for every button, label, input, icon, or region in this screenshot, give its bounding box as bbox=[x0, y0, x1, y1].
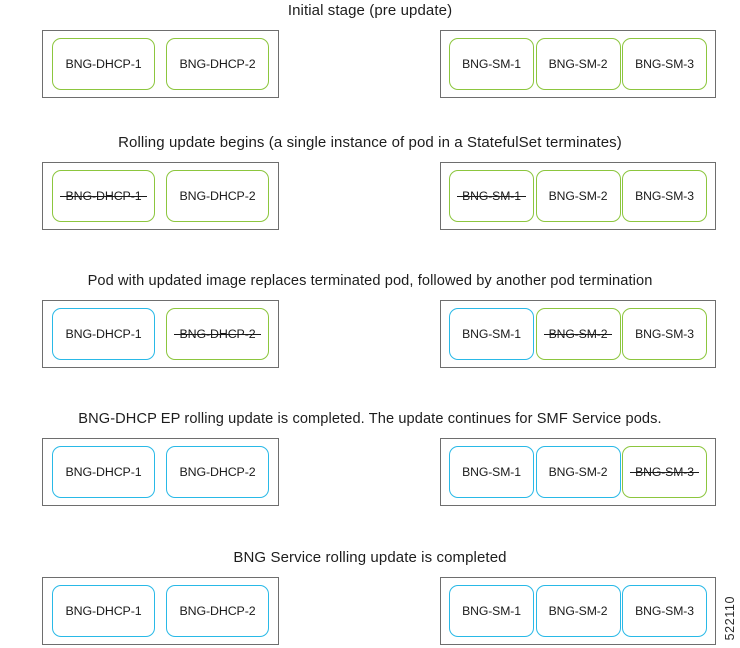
pod-current: BNG-SM-3 bbox=[622, 308, 707, 360]
pod-label: BNG-SM-3 bbox=[635, 189, 694, 203]
pod-current: BNG-DHCP-2 bbox=[166, 170, 269, 222]
pod-updated: BNG-DHCP-2 bbox=[166, 585, 269, 637]
pod-current: BNG-DHCP-1 bbox=[52, 38, 155, 90]
pod-terminating: BNG-SM-1 bbox=[449, 170, 534, 222]
pod-updated: BNG-SM-1 bbox=[449, 585, 534, 637]
pod-terminating: BNG-SM-2 bbox=[535, 308, 621, 360]
pod-label: BNG-SM-2 bbox=[548, 604, 608, 618]
stage-title: BNG Service rolling update is completed bbox=[233, 549, 507, 566]
pod-label: BNG-SM-3 bbox=[635, 327, 694, 341]
stage-title: Rolling update begins (a single instance… bbox=[118, 134, 622, 151]
stage-title: Initial stage (pre update) bbox=[287, 2, 453, 19]
sm-pod-group: BNG-SM-1 BNG-SM-2 BNG-SM-3 bbox=[440, 30, 716, 98]
pod-label: BNG-SM-3 bbox=[635, 604, 694, 618]
pod-current: BNG-SM-1 bbox=[449, 38, 534, 90]
pod-label: BNG-SM-3 bbox=[635, 57, 694, 71]
pod-label: BNG-DHCP-2 bbox=[179, 465, 256, 479]
pod-label: BNG-SM-2 bbox=[548, 465, 608, 479]
pod-label: BNG-DHCP-1 bbox=[65, 604, 142, 618]
pod-updated: BNG-SM-1 bbox=[449, 446, 534, 498]
pod-updated: BNG-SM-3 bbox=[622, 585, 707, 637]
pod-terminating: BNG-DHCP-2 bbox=[166, 308, 269, 360]
pod-terminating: BNG-DHCP-1 bbox=[52, 170, 155, 222]
pod-label: BNG-DHCP-1 bbox=[65, 57, 142, 71]
pod-updated: BNG-DHCP-1 bbox=[52, 585, 155, 637]
sm-pod-group: BNG-SM-1 BNG-SM-2 BNG-SM-3 bbox=[440, 438, 716, 506]
pod-current: BNG-SM-2 bbox=[535, 38, 621, 90]
pod-updated: BNG-DHCP-2 bbox=[166, 446, 269, 498]
dhcp-pod-group: BNG-DHCP-1 BNG-DHCP-2 bbox=[42, 30, 279, 98]
pod-updated: BNG-SM-2 bbox=[535, 585, 621, 637]
pod-label: BNG-SM-2 bbox=[543, 327, 613, 341]
pod-label: BNG-DHCP-2 bbox=[174, 327, 261, 341]
pod-updated: BNG-DHCP-1 bbox=[52, 308, 155, 360]
pod-label: BNG-SM-1 bbox=[457, 189, 526, 203]
pod-updated: BNG-DHCP-1 bbox=[52, 446, 155, 498]
dhcp-pod-group: BNG-DHCP-1 BNG-DHCP-2 bbox=[42, 162, 279, 230]
sm-pod-group: BNG-SM-1 BNG-SM-2 BNG-SM-3 bbox=[440, 162, 716, 230]
pod-current: BNG-SM-3 bbox=[622, 170, 707, 222]
dhcp-pod-group: BNG-DHCP-1 BNG-DHCP-2 bbox=[42, 577, 279, 645]
pod-label: BNG-SM-2 bbox=[548, 57, 608, 71]
sm-pod-group: BNG-SM-1 BNG-SM-2 BNG-SM-3 bbox=[440, 577, 716, 645]
pod-label: BNG-DHCP-2 bbox=[179, 189, 256, 203]
pod-label: BNG-DHCP-2 bbox=[179, 57, 256, 71]
pod-label: BNG-SM-1 bbox=[462, 604, 521, 618]
dhcp-pod-group: BNG-DHCP-1 BNG-DHCP-2 bbox=[42, 438, 279, 506]
pod-label: BNG-SM-1 bbox=[462, 327, 521, 341]
pod-current: BNG-DHCP-2 bbox=[166, 38, 269, 90]
pod-label: BNG-SM-2 bbox=[548, 189, 608, 203]
pod-label: BNG-SM-1 bbox=[462, 465, 521, 479]
pod-updated: BNG-SM-2 bbox=[535, 446, 621, 498]
pod-updated: BNG-SM-1 bbox=[449, 308, 534, 360]
pod-terminating: BNG-SM-3 bbox=[622, 446, 707, 498]
pod-label: BNG-SM-3 bbox=[630, 465, 699, 479]
stage-title: BNG-DHCP EP rolling update is completed.… bbox=[78, 411, 662, 427]
pod-label: BNG-DHCP-2 bbox=[179, 604, 256, 618]
stage-title: Pod with updated image replaces terminat… bbox=[87, 273, 653, 289]
pod-label: BNG-SM-1 bbox=[462, 57, 521, 71]
pod-current: BNG-SM-3 bbox=[622, 38, 707, 90]
pod-current: BNG-SM-2 bbox=[535, 170, 621, 222]
pod-label: BNG-DHCP-1 bbox=[65, 465, 142, 479]
figure-id-label: 522110 bbox=[723, 595, 737, 640]
sm-pod-group: BNG-SM-1 BNG-SM-2 BNG-SM-3 bbox=[440, 300, 716, 368]
pod-label: BNG-DHCP-1 bbox=[65, 327, 142, 341]
pod-label: BNG-DHCP-1 bbox=[60, 189, 147, 203]
dhcp-pod-group: BNG-DHCP-1 BNG-DHCP-2 bbox=[42, 300, 279, 368]
